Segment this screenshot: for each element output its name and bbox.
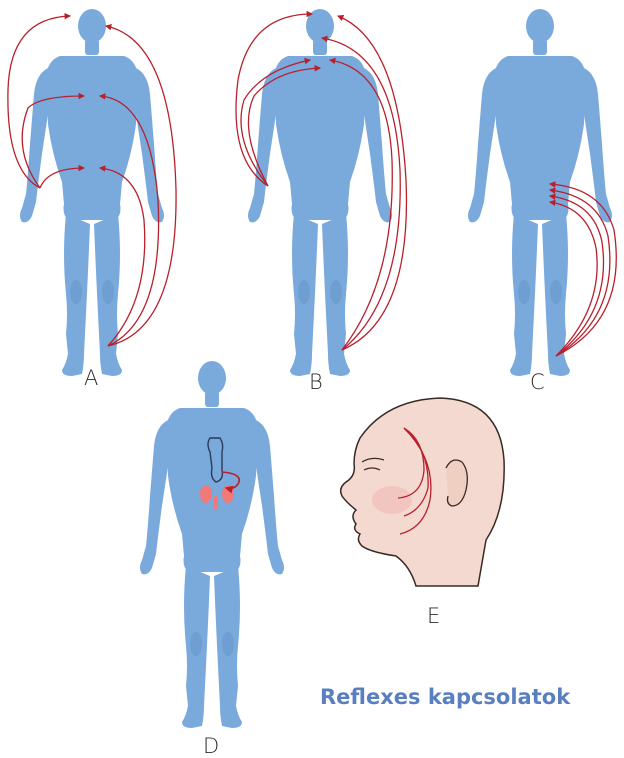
figure-b (236, 9, 406, 376)
figure-e (341, 398, 505, 586)
panel-label-b: B (309, 370, 323, 394)
cheek-highlight (372, 486, 412, 514)
body-silhouette-c (468, 9, 612, 376)
head-profile (341, 398, 505, 586)
body-silhouette-b (248, 9, 392, 376)
figure-a (8, 9, 176, 376)
figure-c (468, 9, 616, 376)
panel-label-d: D (203, 734, 219, 758)
panel-label-e: E (427, 604, 440, 628)
panel-label-a: A (84, 366, 98, 390)
figure-d (140, 361, 284, 728)
panel-label-c: C (530, 370, 545, 394)
body-silhouette-d (140, 361, 284, 728)
figure-caption: Reflexes kapcsolatok (320, 685, 570, 709)
body-silhouette-a (20, 9, 164, 376)
